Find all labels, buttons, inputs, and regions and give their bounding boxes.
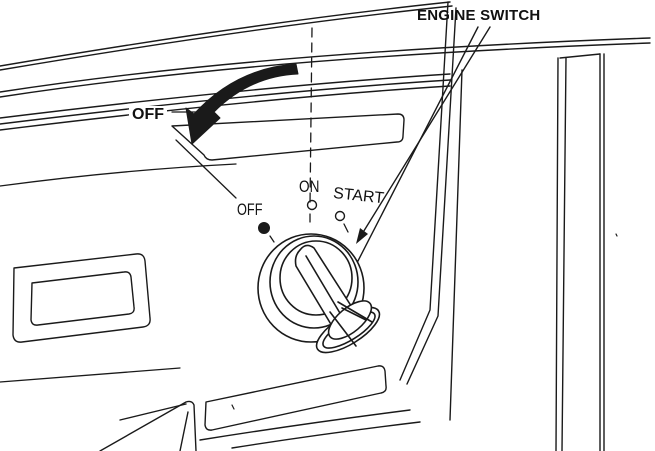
engine-switch-leader (339, 26, 491, 297)
position-tick-marks (269, 213, 349, 243)
position-on-label: ON (299, 177, 320, 196)
upper-panel-slot (171, 113, 405, 161)
curved-arrow-counterclockwise-icon (185, 63, 299, 145)
position-off-label: OFF (237, 200, 263, 219)
dashboard-panel-top-edges (0, 1, 651, 131)
on-position-indicator (306, 199, 318, 211)
left-panel-lower-edge (0, 367, 181, 383)
start-position-indicator (334, 210, 346, 222)
off-direction-label: OFF (129, 106, 167, 124)
panel-left-edge (0, 163, 237, 187)
center-dashed-line (309, 27, 313, 206)
bottom-panels (99, 365, 421, 451)
leader-arrowhead-1 (356, 228, 368, 244)
edge-tick (615, 233, 618, 237)
edge-tick (231, 404, 235, 410)
engine-switch-callout-label: ENGINE SWITCH (417, 7, 541, 24)
ignition-switch-knob (257, 233, 381, 354)
off-marker-line (175, 139, 237, 199)
filled-dot-icon (258, 222, 270, 234)
left-panel-button (12, 253, 151, 343)
right-frame (399, 1, 605, 451)
